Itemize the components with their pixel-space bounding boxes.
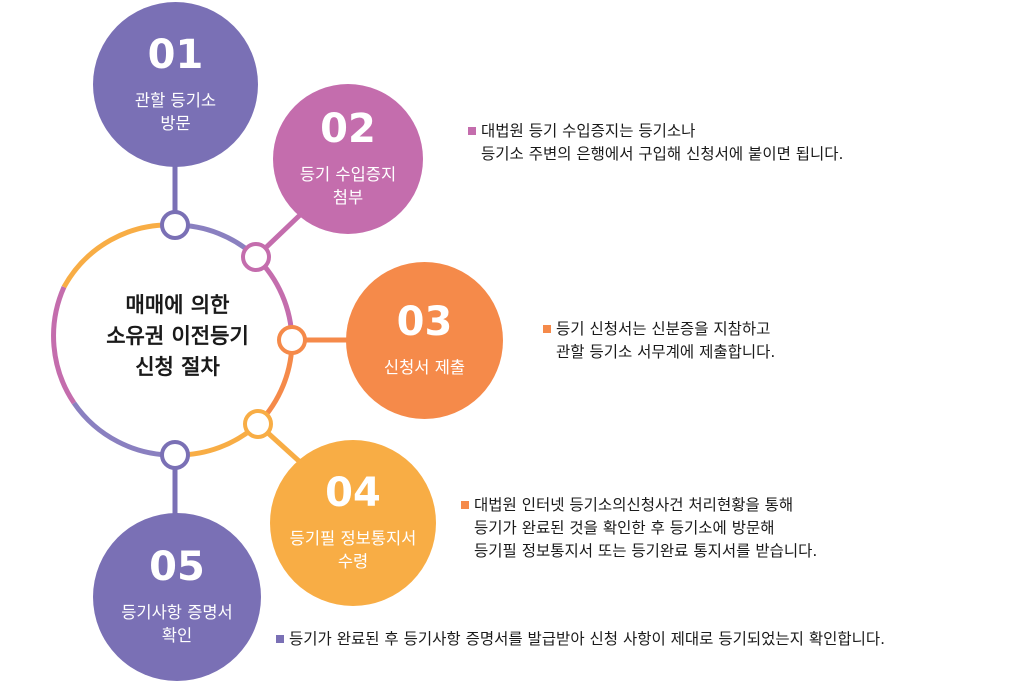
step-05-number: 05 xyxy=(149,544,205,590)
ring-arc-pink-left xyxy=(51,285,77,405)
ring-arc-orange-left xyxy=(61,222,176,289)
step-04-title: 등기필 정보통지서 수령 xyxy=(289,529,417,571)
bullet-square-icon xyxy=(543,325,551,333)
bullet-square-icon xyxy=(468,127,476,135)
step-03-title: 신청서 제출 xyxy=(383,358,466,377)
bullet-square-icon xyxy=(276,635,284,643)
step-03-description: 등기 신청서는 신분증을 지참하고 관할 등기소 서무계에 제출합니다. xyxy=(543,318,775,364)
step-02-description-text: 대법원 등기 수입증지는 등기소나 등기소 주변의 은행에서 구입해 신청서에 … xyxy=(481,122,844,163)
step-01-number: 01 xyxy=(147,31,204,78)
step-03-circle: 03 신청서 제출 xyxy=(346,262,503,419)
node-01 xyxy=(160,210,190,240)
step-04-description-text: 대법원 인터넷 등기소의신청사건 처리현황을 통해 등기가 완료된 것을 확인한… xyxy=(474,496,818,560)
bullet-square-icon xyxy=(461,501,469,509)
node-05 xyxy=(160,440,190,470)
step-02-title: 등기 수입증지 첨부 xyxy=(299,165,397,207)
step-03-number: 03 xyxy=(396,299,453,345)
step-02-number: 02 xyxy=(320,106,376,152)
step-05-circle: 05 등기사항 증명서 확인 xyxy=(93,513,261,681)
step-04-circle: 04 등기필 정보통지서 수령 xyxy=(270,440,436,606)
step-04-description: 대법원 인터넷 등기소의신청사건 처리현황을 통해 등기가 완료된 것을 확인한… xyxy=(461,494,817,563)
step-05-description: 등기가 완료된 후 등기사항 증명서를 발급받아 신청 사항이 제대로 등기되었… xyxy=(276,628,885,651)
step-05-description-text: 등기가 완료된 후 등기사항 증명서를 발급받아 신청 사항이 제대로 등기되었… xyxy=(289,630,886,648)
step-01-circle: 01 관할 등기소 방문 xyxy=(93,2,258,167)
step-01-title: 관할 등기소 방문 xyxy=(134,90,217,133)
step-03-description-text: 등기 신청서는 신분증을 지참하고 관할 등기소 서무계에 제출합니다. xyxy=(556,320,776,361)
node-03 xyxy=(277,325,307,355)
step-04-number: 04 xyxy=(325,470,381,516)
ring-arc-purple-bottom xyxy=(71,401,176,458)
step-02-description: 대법원 등기 수입증지는 등기소나 등기소 주변의 은행에서 구입해 신청서에 … xyxy=(468,120,843,166)
node-02 xyxy=(241,242,271,272)
node-04 xyxy=(243,409,273,439)
step-02-circle: 02 등기 수입증지 첨부 xyxy=(273,84,423,234)
center-title: 매매에 의한 소유권 이전등기 신청 절차 xyxy=(106,293,249,379)
step-05-title: 등기사항 증명서 확인 xyxy=(121,603,233,645)
